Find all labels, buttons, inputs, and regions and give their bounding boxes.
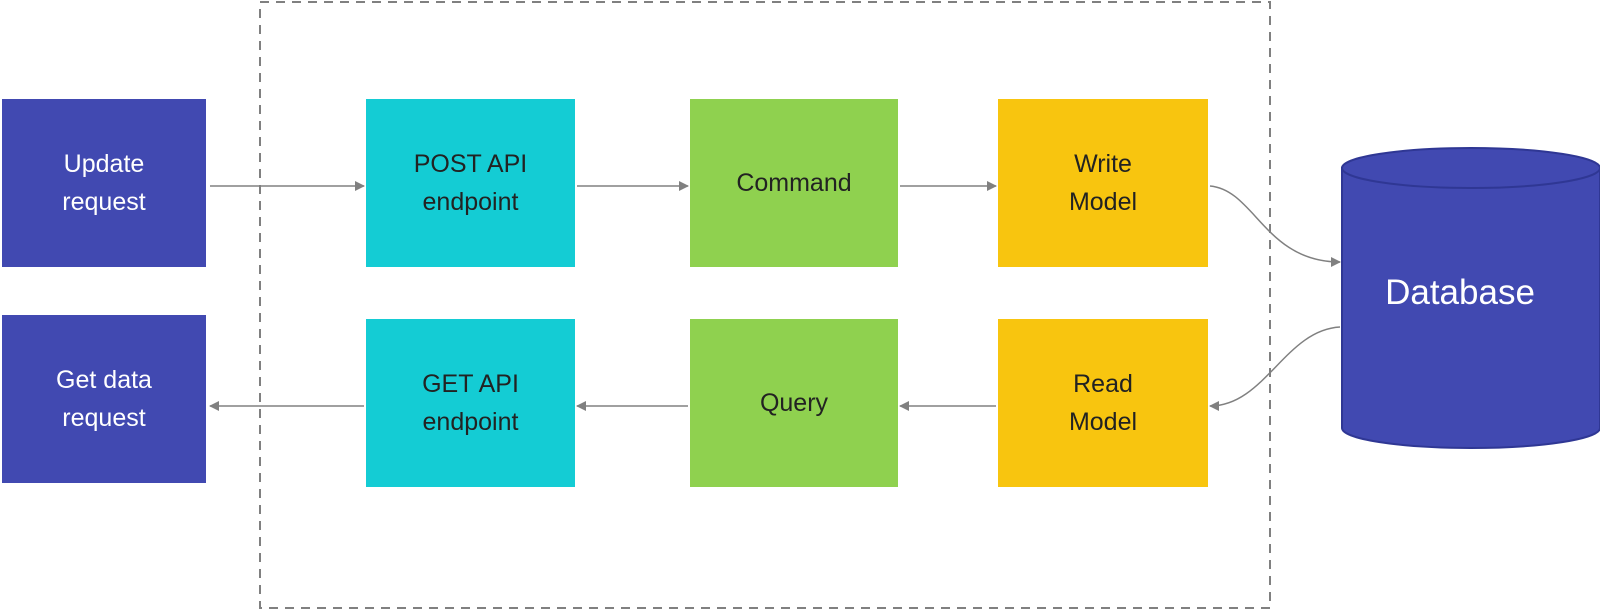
write-model-box: Write Model <box>998 99 1208 267</box>
database-cylinder <box>1341 147 1600 449</box>
read-model-label: Read Model <box>1068 370 1138 436</box>
post-api-endpoint-label: POST API endpoint <box>413 150 528 216</box>
database-label: Database <box>1385 273 1535 312</box>
database-body <box>1341 167 1600 449</box>
service-boundary <box>259 1 1271 609</box>
arrow-database-to-read <box>1209 326 1341 411</box>
post-api-endpoint-box: POST API endpoint <box>366 99 575 267</box>
get-data-request-label: Get data request <box>56 366 152 432</box>
update-request-label: Update request <box>62 150 146 216</box>
update-request-box: Update request <box>2 99 206 267</box>
command-box: Command <box>690 99 898 267</box>
read-model-box: Read Model <box>998 319 1208 487</box>
get-api-endpoint-label: GET API endpoint <box>422 370 519 436</box>
query-label: Query <box>759 389 829 417</box>
write-model-label: Write Model <box>1068 150 1138 216</box>
database-top <box>1341 147 1600 189</box>
get-data-request-box: Get data request <box>2 315 206 483</box>
arrow-write-to-database <box>1209 185 1341 267</box>
query-box: Query <box>690 319 898 487</box>
get-api-endpoint-box: GET API endpoint <box>366 319 575 487</box>
command-label: Command <box>736 169 852 197</box>
